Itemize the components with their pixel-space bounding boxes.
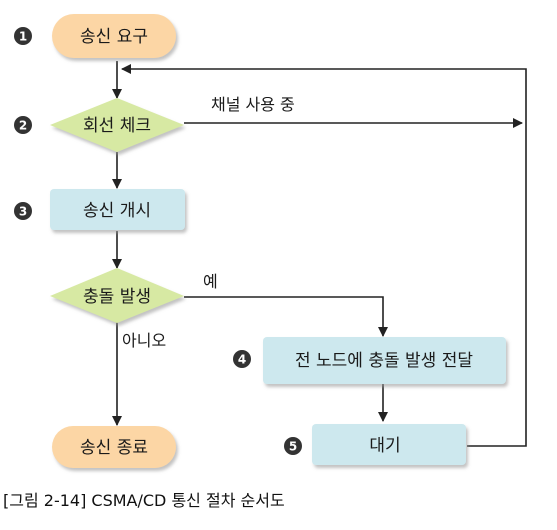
edge-label-no: 아니오	[122, 331, 166, 350]
node-line-check-label: 회선 체크	[83, 116, 151, 136]
step-badge-5: 5	[284, 437, 302, 455]
figure-caption: [그림 2-14] CSMA/CD 통신 절차 순서도	[3, 491, 285, 510]
step-badge-1: 1	[14, 27, 32, 45]
node-start-send: 송신 개시	[50, 189, 185, 230]
diamond-shape	[50, 98, 184, 152]
box-shape	[263, 337, 506, 384]
oval-shape	[52, 426, 176, 468]
node-end-send-label: 송신 종료	[80, 438, 148, 458]
edge-yes-to-notify	[184, 296, 388, 337]
node-notify-collision-label: 전 노드에 충돌 발생 전달	[295, 351, 473, 371]
svg-text:2: 2	[19, 119, 27, 133]
svg-text:4: 4	[238, 353, 246, 367]
edge-label-channel-busy: 채널 사용 중	[211, 95, 295, 114]
diamond-shape	[50, 268, 184, 323]
step-badge-2: 2	[14, 116, 32, 134]
node-wait-label: 대기	[369, 436, 400, 456]
node-send-request: 송신 요구	[52, 14, 176, 58]
svg-text:3: 3	[19, 205, 27, 219]
connectors	[112, 61, 527, 447]
oval-shape	[52, 14, 176, 58]
node-end-send: 송신 종료	[52, 426, 176, 468]
node-wait: 대기	[312, 424, 466, 465]
svg-text:1: 1	[19, 30, 27, 44]
box-shape	[312, 424, 466, 465]
node-start-send-label: 송신 개시	[83, 201, 151, 221]
edge-wait-loop-back	[121, 64, 527, 447]
node-line-check: 회선 체크	[50, 98, 184, 152]
node-collision-label: 충돌 발생	[83, 287, 151, 307]
node-send-request-label: 송신 요구	[80, 27, 148, 47]
box-shape	[50, 189, 185, 230]
node-notify-collision: 전 노드에 충돌 발생 전달	[263, 337, 506, 384]
step-badge-4: 4	[233, 350, 251, 368]
step-badge-3: 3	[14, 202, 32, 220]
edge-label-yes: 예	[203, 272, 218, 291]
node-collision: 충돌 발생	[50, 268, 184, 323]
svg-text:5: 5	[289, 440, 297, 454]
